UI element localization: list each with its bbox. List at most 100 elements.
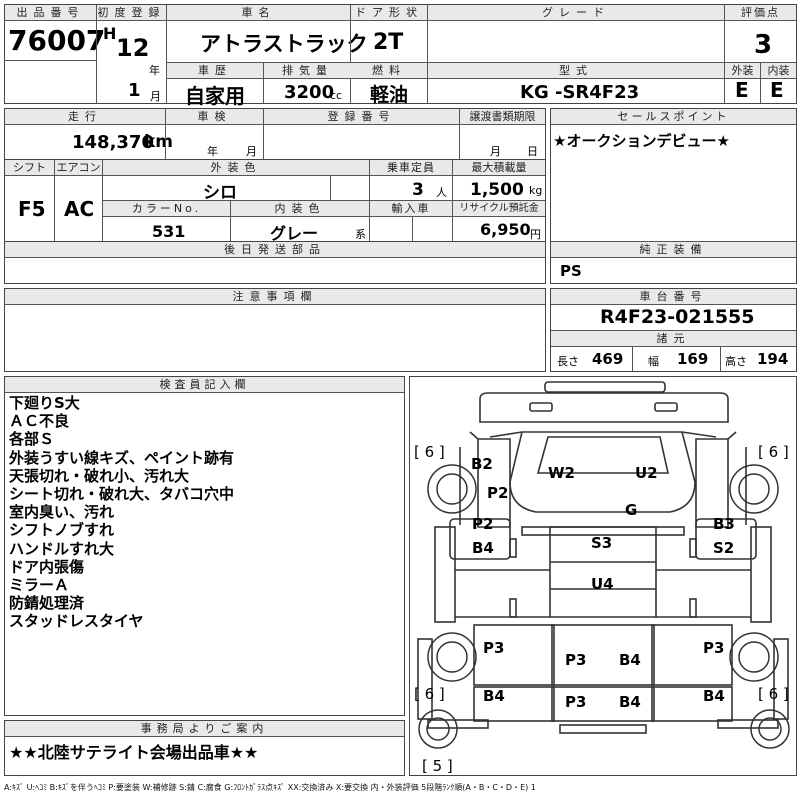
header-block [4, 4, 797, 104]
inspector-line: 天張切れ・破れ小、汚れ大 [9, 466, 190, 485]
ac: AC [64, 197, 95, 221]
displacement-unit: cc [330, 89, 343, 102]
grade-label: グレード [428, 5, 724, 21]
tire-front-left: [ 6 ] [414, 443, 445, 461]
reg-no-label: 登録番号 [264, 109, 459, 125]
notes-block [4, 288, 546, 372]
spec-label: 諸元 [551, 330, 796, 347]
notes-label: 注意事項欄 [5, 289, 545, 305]
inspector-line: ハンドルすれ大 [9, 539, 115, 558]
office-label: 事務局よりご案内 [5, 721, 404, 737]
length: 469 [592, 350, 624, 368]
width: 169 [677, 350, 709, 368]
damage-mark: B4 [619, 693, 641, 711]
inspector-line: 下廻りS大 [9, 394, 80, 412]
capacity-label: 乗車定員 [370, 160, 452, 176]
transfer-day-unit: 日 [527, 145, 538, 158]
shift-label: シフト [5, 160, 54, 176]
month-unit: 月 [150, 90, 161, 103]
transfer-month-unit: 月 [490, 145, 501, 158]
inspector-line: ＡＣ不良 [9, 412, 70, 431]
chassis-block [550, 288, 797, 372]
sales-point: ★オークションデビュー★ [553, 132, 730, 150]
height-label: 高さ [725, 355, 747, 368]
chassis-no: R4F23-021555 [600, 306, 755, 328]
inspector-label: 検査員記入欄 [5, 377, 404, 393]
sales-point-label: セールスポイント [551, 109, 796, 125]
damage-mark: P3 [483, 639, 505, 657]
damage-mark: U4 [591, 575, 614, 593]
interior-label: 内装 [761, 63, 796, 79]
import-label: 輸入車 [370, 201, 452, 217]
genuine-label: 純正装備 [551, 242, 796, 258]
displacement-label: 排気量 [264, 63, 351, 79]
color-no: 531 [152, 222, 186, 241]
inspector-block [4, 376, 405, 716]
shaken-label: 車検 [166, 109, 263, 125]
era: H [103, 24, 117, 43]
inspector-line: シート切れ・破れ大、タバコ穴中 [9, 485, 235, 504]
shift: F5 [18, 197, 46, 221]
height: 194 [757, 350, 789, 368]
damage-mark: G [625, 501, 638, 519]
int-color-label: 内装色 [231, 201, 369, 217]
damage-mark: U2 [635, 464, 658, 482]
damage-mark: B4 [472, 539, 494, 557]
door-label: ドア形状 [351, 5, 427, 21]
damage-diagram: [ 6 ] [ 6 ] [ 6 ] [ 6 ] [ 5 ] B2 W2 U2 P… [409, 376, 797, 776]
score-label: 評価点 [725, 5, 796, 21]
inspector-line: ミラーＡ [9, 576, 70, 595]
damage-mark: P2 [487, 484, 509, 502]
max-load: 1,500 [470, 180, 524, 200]
office-block [4, 720, 405, 776]
damage-mark: P2 [472, 515, 494, 533]
first-reg-label: 初度登録 [97, 5, 166, 21]
shaken-year-unit: 年 [207, 145, 218, 158]
shaken-month-unit: 月 [246, 145, 257, 158]
exterior-score: E [735, 78, 749, 102]
mileage-label: 走行 [5, 109, 165, 125]
inspector-line: シフトノブすれ [9, 521, 115, 540]
spare-tire: [ 5 ] [422, 757, 453, 775]
lot-no-label: 出品番号 [5, 5, 96, 21]
sales-point-block [550, 108, 797, 284]
inspector-line: ドア内張傷 [9, 557, 85, 576]
year-unit: 年 [149, 64, 160, 77]
mileage: 148,370 [72, 132, 154, 153]
int-color: グレー [270, 224, 319, 243]
damage-legend: A:ｷｽﾞ U:ﾍｺﾐ B:ｷｽﾞを伴うﾍｺﾐ P:要塗装 W:補修跡 S:錆 … [4, 783, 536, 792]
recycle-fee: 6,950 [480, 220, 531, 239]
color-no-label: カラーNo. [103, 201, 230, 217]
inspector-line: スタッドレスタイヤ [9, 612, 144, 631]
inspector-notes: 下廻りS大 ＡＣ不良 各部Ｓ 外装うすい線キズ、ペイント跡有 天張切れ・破れ小、… [9, 394, 234, 631]
car-name: アトラストラック [200, 32, 368, 56]
interior-score: E [770, 78, 784, 102]
capacity-unit: 人 [436, 186, 447, 199]
ext-color-label: 外装色 [103, 160, 369, 176]
damage-mark: W2 [548, 464, 575, 482]
history: 自家用 [185, 84, 245, 108]
damage-mark: P3 [565, 651, 587, 669]
chassis-label: 車台番号 [551, 289, 796, 305]
damage-mark: B4 [703, 687, 725, 705]
max-load-label: 最大積載量 [453, 160, 545, 176]
damage-mark: B4 [483, 687, 505, 705]
transfer-label: 譲渡書類期限 [460, 109, 545, 125]
damage-mark: B3 [713, 515, 735, 533]
truck-outline [417, 381, 790, 749]
tire-icons [418, 464, 790, 749]
exterior-label: 外装 [725, 63, 760, 79]
fuel-label: 燃料 [351, 63, 427, 79]
displacement: 3200 [284, 82, 335, 103]
lot-no: 76007 [8, 24, 106, 57]
tire-front-right: [ 6 ] [758, 443, 789, 461]
int-color-suffix: 系 [355, 228, 366, 241]
damage-mark: B2 [471, 455, 493, 473]
inspector-line: 室内臭い、汚れ [9, 503, 115, 522]
history-label: 車歴 [167, 63, 263, 79]
length-label: 長さ [557, 355, 579, 368]
damage-mark: P3 [703, 639, 725, 657]
damage-mark: P3 [565, 693, 587, 711]
tire-rear-left: [ 6 ] [414, 685, 445, 703]
office-message: ★★北陸サテライト会場出品車★★ [9, 743, 259, 762]
